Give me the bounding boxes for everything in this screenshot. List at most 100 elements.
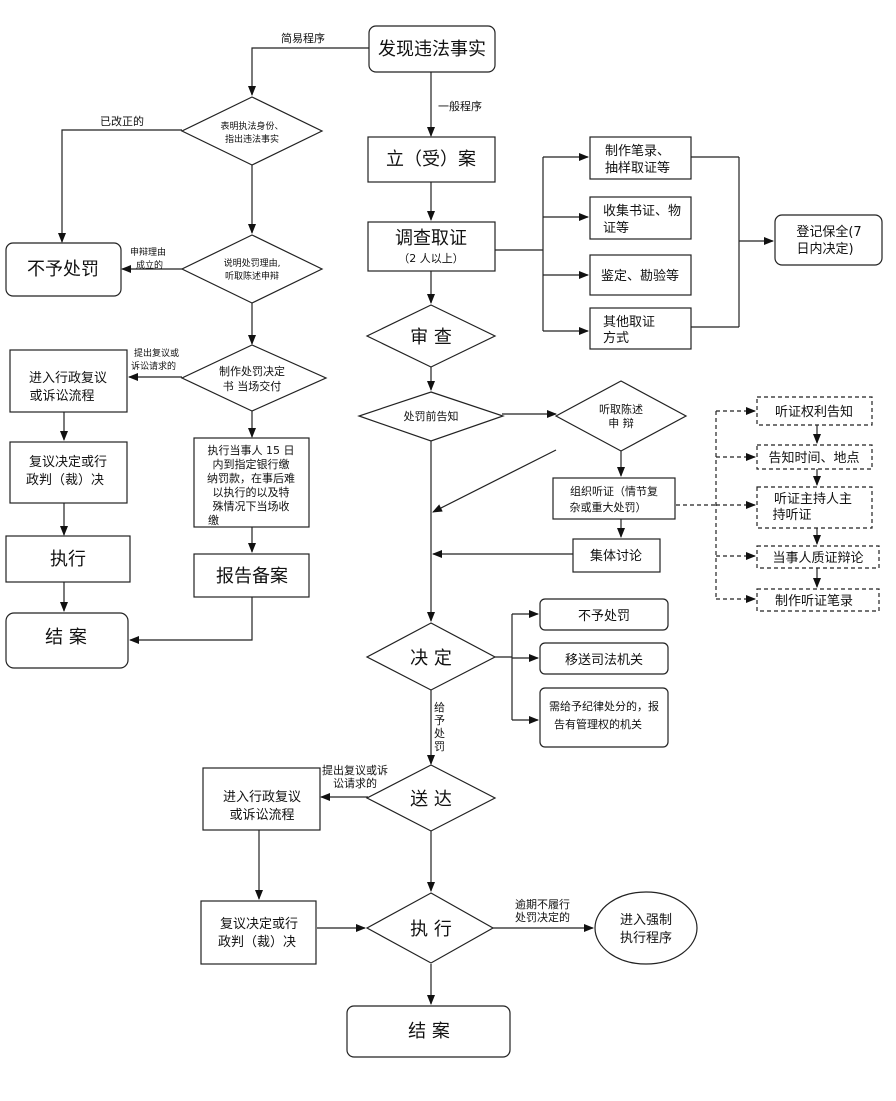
node-evidence-4: 其他取证 方式 [589,307,692,350]
node-decide-text: 决 定 [410,648,452,669]
node-discipline: 需给予纪律处分的，报 告有管理权的机关 [539,687,669,748]
request-review-right-label-1: 提出复议或诉 [322,763,388,777]
node-file-case-text: 立（受）案 [386,149,476,170]
node-pre-notice-text: 处罚前告知 [404,409,459,423]
node-no-penalty-left-text: 不予处罚 [27,259,99,280]
node-execute-left-text: 执行 [50,549,86,570]
node-explain-text-2: 听取陈述申辩 [225,270,279,282]
node-register: 登记保全(7 日内决定) [774,214,883,266]
node-enforce-text-2: 执行程序 [620,931,672,946]
node-evidence-2: 收集书证、物 证等 [589,196,692,240]
node-hear-statement-text-2: 申 辩 [608,416,634,430]
node-hear-statement: 听取陈述 申 辩 [554,380,688,452]
node-enforce-text-1: 进入强制 [620,913,672,928]
node-hearing-host: 听证主持人主 持听证 [756,486,873,529]
node-show-identity-text-2: 指出违法事实 [225,133,279,145]
node-no-penalty-left: 不予处罚 [5,242,122,297]
node-transfer-text: 移送司法机关 [565,653,643,668]
node-hearing-text-1: 组织听证（情节复 [570,484,658,498]
node-cross-exam: 当事人质证辩论 [756,545,880,569]
node-review-result-left: 复议决定或行 政判（裁）决 [9,441,128,504]
simple-procedure-label: 简易程序 [281,31,325,45]
node-discover-text: 发现违法事实 [378,39,486,60]
give-penalty-label-1: 给 [434,701,445,714]
node-deliver: 送 达 [365,764,497,832]
defense-valid-label-2: 成立的 [136,259,163,271]
node-pay-fine-text-4: 以执行的以及特 [213,485,290,499]
node-admin-review-right: 进入行政复议 或诉讼流程 [202,767,321,831]
node-pay-fine-text-3: 纳罚款，在事后难 [207,471,295,485]
node-close-left: 结 案 [5,612,129,669]
node-review-result-left-text-1: 复议决定或行 [29,455,107,470]
node-show-identity-text-1: 表明执法身份、 [220,120,283,132]
node-hearing-record: 制作听证笔录 [756,588,880,612]
node-register-text-2: 日内决定) [796,241,853,257]
node-evidence-2-text-1: 收集书证、物 [603,203,681,219]
node-notify-time: 告知时间、地点 [756,444,873,470]
node-evidence-1-text-2: 抽样取证等 [605,160,670,176]
node-evidence-3-text: 鉴定、勘验等 [601,268,679,284]
node-pay-fine-text-2: 内到指定银行缴 [213,457,290,471]
give-penalty-label-2: 予 [434,714,445,727]
node-report-text: 报告备案 [216,566,288,587]
node-make-decision-text-2: 书 当场交付 [223,379,282,393]
node-evidence-2-text-2: 证等 [603,220,629,236]
node-hear-statement-text-1: 听取陈述 [599,402,643,416]
general-procedure-label: 一般程序 [438,99,482,113]
node-review-result-right-text-2: 政判（裁）决 [218,934,296,950]
connectors [58,47,821,1005]
node-cross-exam-text: 当事人质证辩论 [772,551,863,566]
node-register-text-1: 登记保全(7 [796,224,861,240]
node-review-result-right: 复议决定或行 政判（裁）决 [200,900,317,965]
node-hearing-rights-text: 听证权利告知 [775,404,853,420]
node-explain-text-1: 说明处罚理由, [224,257,281,269]
node-no-penalty-right: 不予处罚 [539,598,669,631]
node-evidence-4-text-2: 方式 [603,330,629,346]
node-evidence-4-text-1: 其他取证 [603,315,655,330]
node-discover: 发现违法事实 [368,25,496,73]
node-pay-fine-text-6: 缴 [208,513,219,527]
node-discipline-text-1: 需给予纪律处分的，报 [549,699,659,713]
node-hearing-record-text: 制作听证笔录 [775,593,853,609]
node-enforce: 进入强制 执行程序 [594,891,698,965]
node-evidence-3: 鉴定、勘验等 [589,254,692,296]
node-admin-review-left: 进入行政复议 或诉讼流程 [9,349,128,413]
node-review-result-right-text-1: 复议决定或行 [220,917,298,932]
node-execute-left: 执行 [5,535,131,583]
node-collective-text: 集体讨论 [590,548,642,564]
node-transfer: 移送司法机关 [539,642,669,675]
node-pay-fine-text-1: 执行当事人 15 日 [208,443,295,457]
node-admin-review-left-text-1: 进入行政复议 [29,371,107,386]
node-hearing-host-text-2: 持听证 [772,508,811,523]
node-investigate: 调查取证 （2 人以上） [367,221,496,272]
node-close-right: 结 案 [346,1005,511,1058]
node-file-case: 立（受）案 [367,136,496,183]
overdue-label-1: 逾期不履行 [515,897,570,911]
request-review-right-label-2: 讼请求的 [333,776,377,790]
defense-valid-label-1: 申辩理由 [130,246,166,258]
node-hearing-host-text-1: 听证主持人主 [774,492,852,507]
node-show-identity: 表明执法身份、 指出违法事实 [180,96,324,166]
node-explain: 说明处罚理由, 听取陈述申辩 [180,234,324,304]
node-investigate-text-2: （2 人以上） [398,252,464,265]
node-decide: 决 定 [365,622,497,691]
node-review: 审 查 [365,304,497,368]
request-review-left-label-2: 诉讼请求的 [131,360,176,372]
node-close-left-text: 结 案 [45,627,87,648]
node-make-decision-text-1: 制作处罚决定 [219,364,285,378]
node-hearing-rights: 听证权利告知 [756,396,873,426]
node-discipline-text-2: 告有管理权的机关 [554,717,642,731]
node-report: 报告备案 [193,553,310,598]
node-execute-right: 执 行 [365,892,495,964]
node-pay-fine-text-5: 殊情况下当场收 [213,499,290,513]
node-review-text: 审 查 [410,327,452,348]
request-review-left-label-1: 提出复议或 [134,347,179,359]
node-investigate-text-1: 调查取证 [395,228,467,249]
node-deliver-text: 送 达 [410,789,452,810]
node-pre-notice: 处罚前告知 [357,391,505,442]
node-admin-review-right-text-2: 或诉讼流程 [229,808,294,823]
node-admin-review-left-text-2: 或诉讼流程 [29,389,94,404]
give-penalty-label-4: 罚 [434,740,445,753]
node-hearing-text-2: 杂或重大处罚） [570,500,647,514]
node-review-result-left-text-2: 政判（裁）决 [26,472,104,488]
